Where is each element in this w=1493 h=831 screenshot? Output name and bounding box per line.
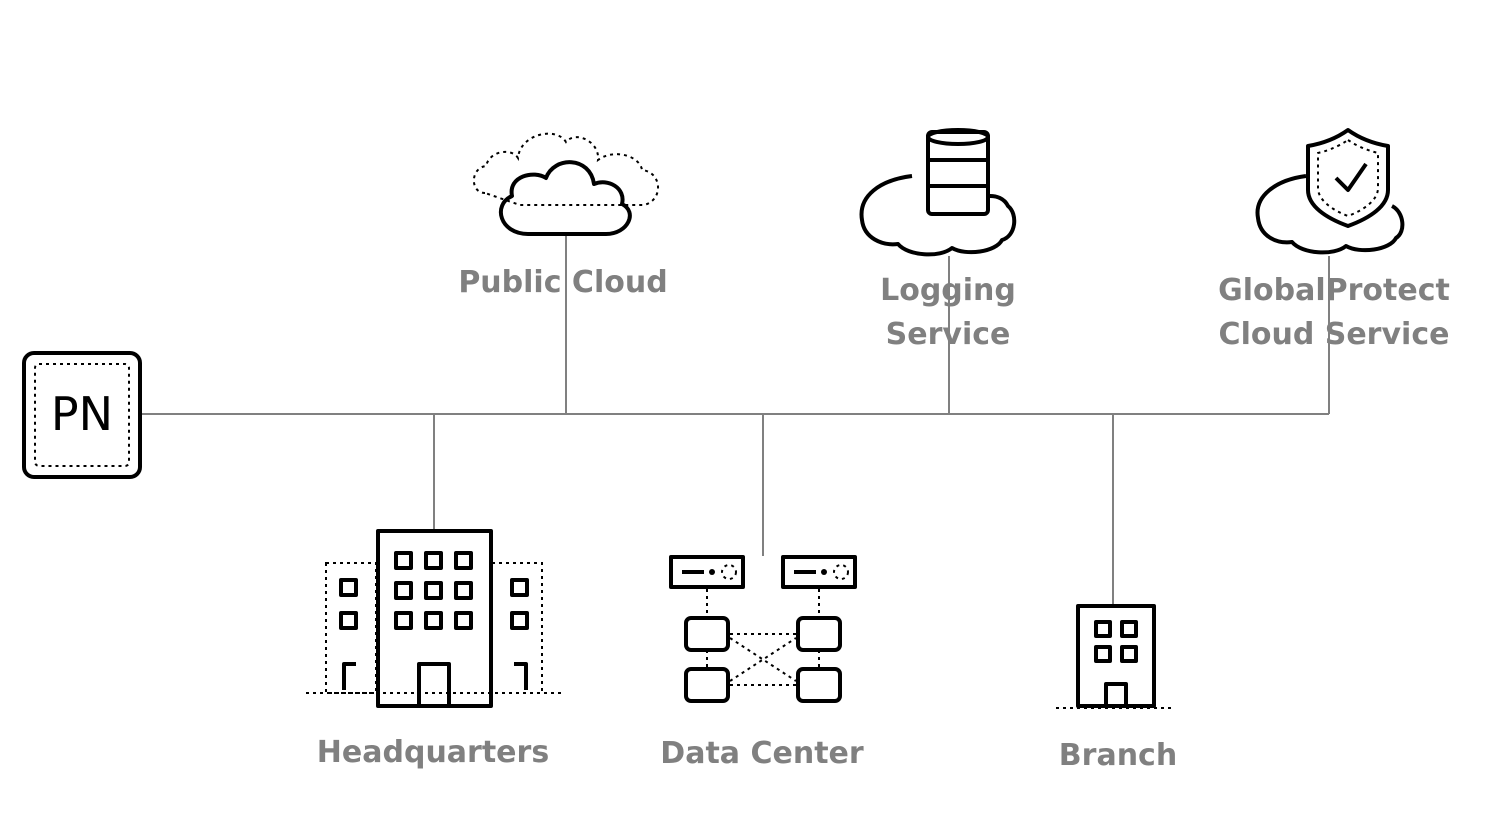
- database-cloud-icon[interactable]: [859, 128, 1017, 257]
- label-logging-service: Logging Service: [880, 273, 1016, 352]
- label-data-center: Data Center: [660, 736, 864, 771]
- svg-text:Branch: Branch: [1059, 738, 1177, 773]
- label-public-cloud: Public Cloud: [458, 265, 667, 300]
- label-headquarters: Headquarters: [317, 735, 549, 770]
- svg-text:Service: Service: [886, 317, 1011, 352]
- svg-text:Cloud Service: Cloud Service: [1219, 317, 1450, 352]
- label-globalprotect: GlobalProtect Cloud Service: [1218, 273, 1450, 352]
- shield-cloud-icon[interactable]: [1255, 128, 1405, 255]
- svg-text:GlobalProtect: GlobalProtect: [1218, 273, 1450, 308]
- server-rack-icon[interactable]: [669, 555, 857, 703]
- svg-text:Logging: Logging: [880, 273, 1016, 308]
- office-building-icon[interactable]: [306, 529, 562, 708]
- connectors: [142, 234, 1330, 605]
- cloud-icon[interactable]: [472, 132, 659, 236]
- pn-box-icon[interactable]: PN: [22, 351, 142, 479]
- svg-text:Data Center: Data Center: [660, 736, 864, 771]
- hub-label: PN: [51, 387, 113, 441]
- label-branch: Branch: [1059, 738, 1177, 773]
- svg-text:Headquarters: Headquarters: [317, 735, 549, 770]
- svg-text:Public Cloud: Public Cloud: [458, 265, 667, 300]
- small-building-icon[interactable]: [1056, 604, 1172, 709]
